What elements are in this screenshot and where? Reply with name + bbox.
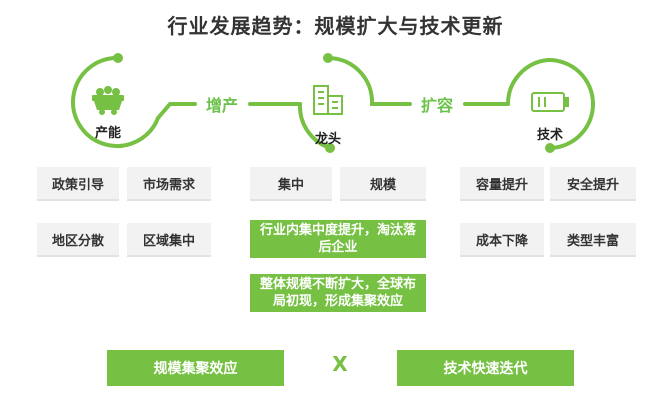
multiply-operator: X xyxy=(332,352,348,376)
left-grid-item: 区域集中 xyxy=(127,223,211,257)
left-node-dot xyxy=(113,53,123,63)
node-label-right: 技术 xyxy=(536,128,563,143)
left-grid-item: 市场需求 xyxy=(127,167,211,201)
left-connector xyxy=(156,102,302,120)
page-title: 行业发展趋势：规模扩大与技术更新 xyxy=(167,14,504,38)
middle-grid-item: 规模 xyxy=(340,167,426,201)
connector-label-right: 扩容 xyxy=(420,96,453,115)
left-node-arc xyxy=(71,55,160,148)
middle-node-arc-bottom xyxy=(297,102,332,150)
bottom-box-left: 规模集聚效应 xyxy=(107,350,284,386)
right-node-dot xyxy=(545,143,555,153)
node-label-middle: 龙头 xyxy=(314,132,341,147)
middle-green-box: 整体规模不断扩大，全球布局初现，形成集聚效应 xyxy=(250,274,426,312)
connector-label-left: 增产 xyxy=(205,96,238,115)
right-node-arc-left xyxy=(505,58,550,106)
building-icon xyxy=(313,85,343,115)
right-grid-item: 安全提升 xyxy=(550,167,636,201)
bottom-box-right: 技术快速迭代 xyxy=(397,350,574,386)
right-node-arc xyxy=(546,57,595,150)
mine-cart-icon xyxy=(92,86,124,115)
middle-node-dot xyxy=(323,53,333,63)
middle-node-dot-bottom xyxy=(325,143,335,153)
right-grid-item: 类型丰富 xyxy=(550,223,636,257)
middle-green-box: 行业内集中度提升，淘汰落后企业 xyxy=(250,220,426,258)
left-grid-item: 地区分散 xyxy=(37,223,119,257)
battery-icon xyxy=(531,92,569,112)
node-label-left: 产能 xyxy=(94,126,121,141)
right-grid-item: 成本下降 xyxy=(460,223,544,257)
right-grid-item: 容量提升 xyxy=(460,167,544,201)
left-grid-item: 政策引导 xyxy=(37,167,119,201)
middle-grid-item: 集中 xyxy=(250,167,332,201)
middle-node-arc xyxy=(326,55,374,102)
right-connector xyxy=(370,98,510,106)
